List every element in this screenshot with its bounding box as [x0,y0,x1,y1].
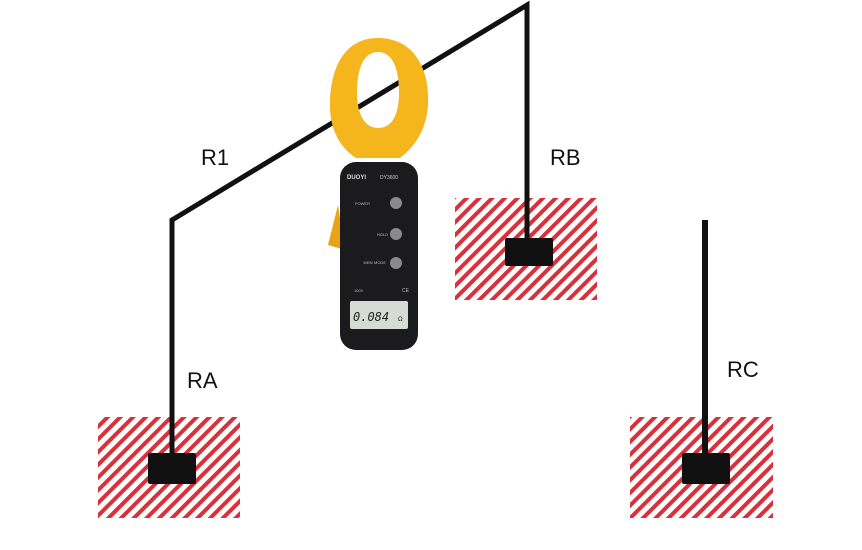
display-reading: 0.084 [353,310,389,324]
button-label-mem-mode: MEM MODE [364,260,387,265]
lcd-display [350,301,408,329]
electrode-rc [682,453,730,484]
mem-mode-button[interactable] [390,257,402,269]
electrode-rb [505,238,553,266]
label-rc: RC [727,357,759,382]
label-r1: R1 [201,145,230,170]
ce-mark: CE [402,288,410,294]
label-rb: RB [550,145,581,170]
electrode-ra [148,453,196,484]
button-label-hold: HOLD [377,232,388,237]
meter-brand: DUOYI [347,175,366,181]
meter-model: DY3600 [380,175,398,181]
power-button[interactable] [390,197,402,209]
clamp-jaw [330,38,429,158]
display-unit: Ω [398,316,403,323]
label-ra: RA [187,368,218,393]
hold-button[interactable] [390,228,402,240]
clamp-meter: DUOYI DY3600 POWER HOLD MEM MODE 100V CE… [328,38,429,350]
button-label-power: POWER [355,201,370,206]
rating-label: 100V [354,288,364,293]
